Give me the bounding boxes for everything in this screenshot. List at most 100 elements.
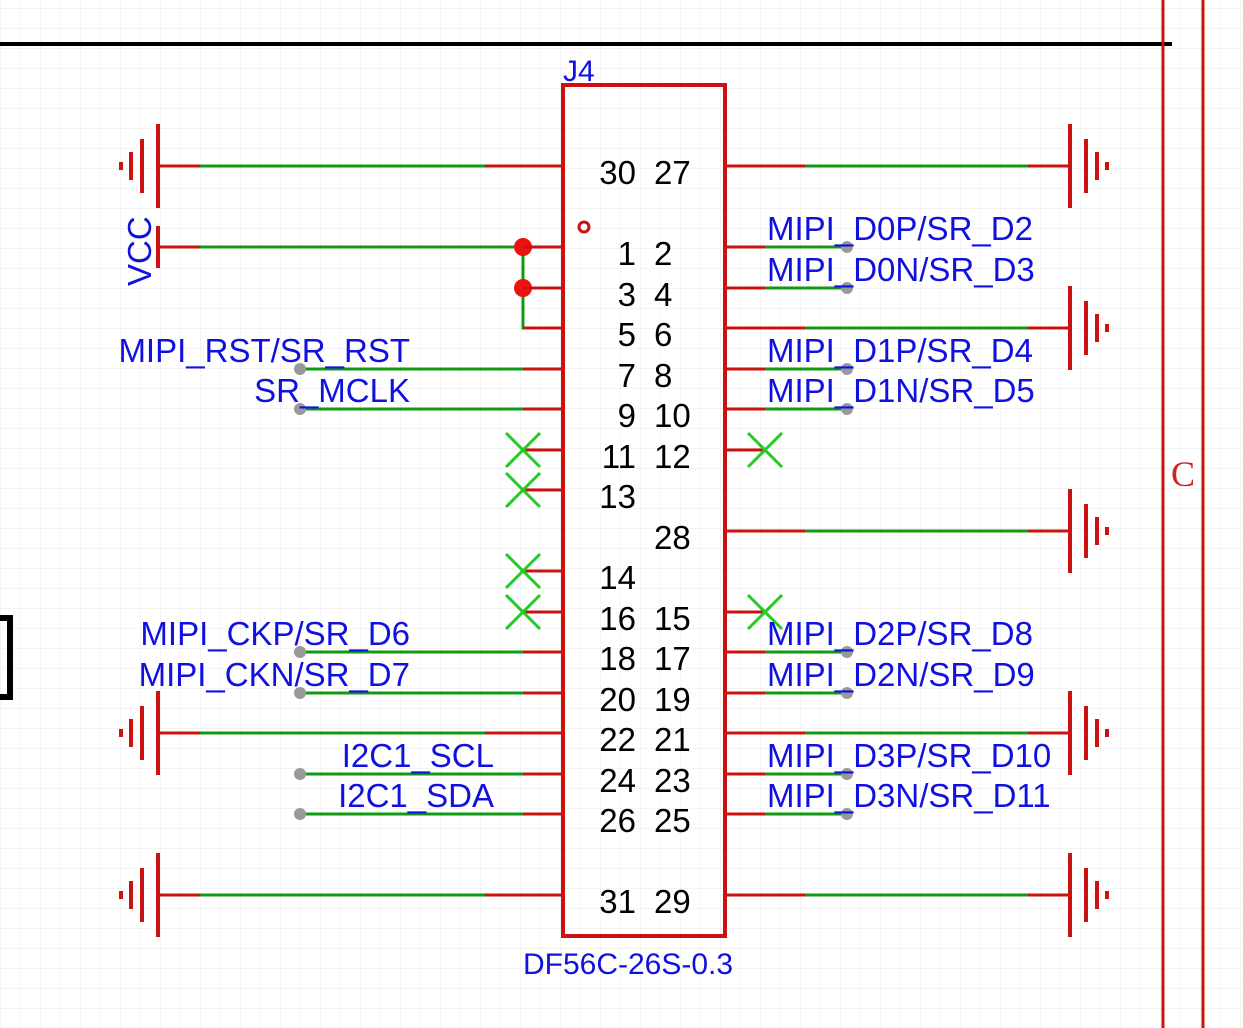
pin-number: 28: [654, 519, 691, 556]
net-label[interactable]: MIPI_D2P/SR_D8: [767, 615, 1033, 652]
pin-number: 23: [654, 762, 691, 799]
vcc-label: VCC: [121, 216, 158, 286]
pin-6[interactable]: 6: [654, 286, 1109, 370]
pin-13[interactable]: 13: [504, 471, 636, 515]
net-label[interactable]: I2C1_SCL: [342, 737, 494, 774]
pin-number: 15: [654, 600, 691, 637]
pin-1[interactable]: 1: [523, 235, 636, 272]
pin-7[interactable]: MIPI_RST/SR_RST 7: [118, 332, 636, 394]
pin-14[interactable]: 14: [504, 552, 636, 596]
net-port-dot: [841, 282, 853, 294]
pin-number: 5: [618, 316, 636, 353]
net-label[interactable]: I2C1_SDA: [338, 777, 494, 814]
connector-body[interactable]: [561, 83, 727, 938]
pin-number: 9: [618, 397, 636, 434]
pin-21[interactable]: 21: [654, 691, 1109, 775]
pin-8[interactable]: MIPI_D1P/SR_D48: [654, 332, 1033, 394]
net-label[interactable]: MIPI_D2N/SR_D9: [767, 656, 1035, 693]
pin-27[interactable]: 27: [654, 124, 1109, 208]
part-number: DF56C-26S-0.3: [523, 948, 733, 981]
pin-number: 6: [654, 316, 672, 353]
net-label[interactable]: MIPI_D1P/SR_D4: [767, 332, 1033, 369]
pin-number: 25: [654, 802, 691, 839]
net-port-dot: [841, 241, 853, 253]
pin1-marker: [577, 220, 591, 234]
vcc-power-port[interactable]: VCC: [121, 216, 523, 286]
pin-23[interactable]: MIPI_D3P/SR_D10 23: [654, 737, 1051, 799]
pin-22[interactable]: 22: [119, 691, 636, 775]
no-connect-stroke: [504, 471, 542, 509]
net-label[interactable]: MIPI_RST/SR_RST: [118, 332, 410, 369]
net-port-dot: [294, 808, 306, 820]
pin-number: 1: [618, 235, 636, 272]
pin-3[interactable]: 3: [523, 276, 636, 313]
pin-30[interactable]: 30: [119, 124, 636, 208]
pin-number: 21: [654, 721, 691, 758]
net-port-dot: [294, 768, 306, 780]
pin-29[interactable]: 29: [654, 853, 1109, 937]
net-label[interactable]: MIPI_D0P/SR_D2: [767, 210, 1033, 247]
pin-17[interactable]: MIPI_D2P/SR_D8 17: [654, 615, 1033, 677]
pin-number: 4: [654, 276, 672, 313]
pin-number: 22: [599, 721, 636, 758]
net-port-dot: [294, 646, 306, 658]
pin-2[interactable]: MIPI_D0P/SR_D2 2: [654, 210, 1033, 272]
pin-number: 27: [654, 154, 691, 191]
net-port-dot: [841, 403, 853, 415]
pin-4[interactable]: MIPI_D0N/SR_D3 4: [654, 251, 1035, 313]
net-port-dot: [294, 363, 306, 375]
no-connect-stroke: [504, 431, 542, 469]
ground-symbol: [805, 853, 1109, 937]
net-label[interactable]: MIPI_D1N/SR_D5: [767, 372, 1035, 409]
pin-16[interactable]: 16: [504, 593, 636, 637]
designator: J4: [563, 55, 595, 88]
pin-number: 7: [618, 357, 636, 394]
pin-number: 16: [599, 600, 636, 637]
no-connect-marker: [746, 593, 784, 631]
pin-number: 18: [599, 640, 636, 677]
no-connect-stroke: [504, 593, 542, 631]
net-label[interactable]: SR_MCLK: [254, 372, 410, 409]
pin-11[interactable]: 11: [504, 431, 636, 475]
net-label[interactable]: MIPI_CKP/SR_D6: [140, 615, 410, 652]
pin-5[interactable]: 5: [523, 316, 636, 353]
ground-symbol: [119, 124, 485, 208]
pin-number: 31: [599, 883, 636, 920]
no-connect-marker: [504, 552, 542, 590]
pin-number: 12: [654, 438, 691, 475]
pin-number: 13: [599, 478, 636, 515]
pin-9[interactable]: SR_MCLK 9: [254, 372, 636, 434]
net-port-dot: [294, 403, 306, 415]
net-port-dot: [841, 808, 853, 820]
pin-12[interactable]: 12: [654, 431, 784, 475]
net-label[interactable]: MIPI_D3N/SR_D11: [767, 777, 1051, 814]
pin-28[interactable]: 28: [654, 489, 1109, 573]
ground-symbol: [805, 691, 1109, 775]
pin-25[interactable]: MIPI_D3N/SR_D11 25: [654, 777, 1051, 839]
no-connect-marker: [746, 431, 784, 469]
ground-symbol: [805, 124, 1109, 208]
pin-19[interactable]: MIPI_D2N/SR_D9 19: [654, 656, 1035, 718]
pin-number: 17: [654, 640, 691, 677]
pin-18[interactable]: MIPI_CKP/SR_D6 18: [140, 615, 636, 677]
net-label[interactable]: MIPI_D0N/SR_D3: [767, 251, 1035, 288]
pin-number: 11: [602, 438, 636, 475]
net-port-dot: [841, 687, 853, 699]
pin-number: 14: [599, 559, 636, 596]
pin-number: 2: [654, 235, 672, 272]
net-port-dot: [841, 768, 853, 780]
pin-15[interactable]: 15: [654, 593, 784, 637]
pin-number: 19: [654, 681, 691, 718]
ground-symbol: [805, 286, 1109, 370]
net-label[interactable]: MIPI_D3P/SR_D10: [767, 737, 1051, 774]
pin-31[interactable]: 31: [119, 853, 636, 937]
no-connect-stroke: [504, 552, 542, 590]
net-label[interactable]: MIPI_CKN/SR_D7: [139, 656, 410, 693]
